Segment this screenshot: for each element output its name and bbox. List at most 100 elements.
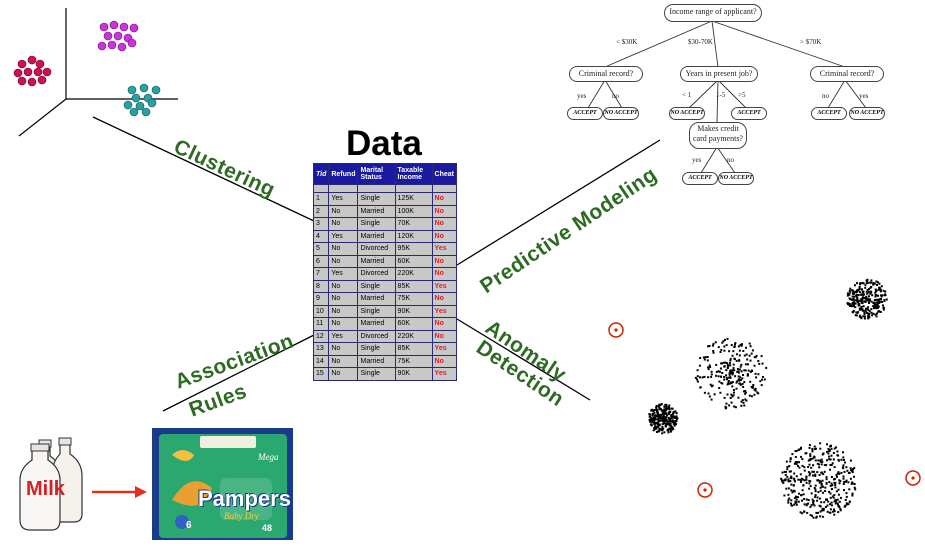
- anomaly-cluster-point: [696, 378, 699, 381]
- anomaly-cluster-point: [727, 381, 730, 384]
- anomaly-cluster-point: [877, 305, 880, 308]
- anomaly-cluster-point: [671, 419, 674, 422]
- anomaly-cluster-point: [762, 376, 764, 378]
- table-cell: 3: [314, 218, 329, 230]
- anomaly-cluster-point: [852, 291, 855, 294]
- tree-edge-sub-yes: yes: [692, 156, 702, 164]
- anomaly-cluster-point: [782, 479, 785, 482]
- table-cell: 220K: [395, 330, 432, 342]
- anomaly-cluster-point: [854, 306, 857, 309]
- anomaly-cluster-point: [748, 394, 751, 397]
- anomaly-cluster-point: [740, 400, 743, 403]
- anomaly-cluster-point: [799, 447, 802, 450]
- anomaly-cluster-point: [812, 503, 815, 505]
- anomaly-cluster-point: [669, 424, 672, 427]
- anomaly-cluster-point: [861, 308, 864, 311]
- anomaly-cluster-point: [672, 411, 675, 414]
- anomaly-cluster-point: [666, 407, 669, 410]
- anomaly-cluster-point: [665, 423, 668, 426]
- anomaly-cluster-point: [808, 463, 811, 466]
- anomaly-cluster-point: [724, 338, 726, 341]
- anomaly-cluster-point: [708, 345, 711, 347]
- anomaly-cluster-point: [880, 295, 883, 298]
- outlier-dot-2: [703, 488, 707, 492]
- anomaly-cluster-point: [833, 510, 836, 513]
- anomaly-cluster-point: [725, 344, 728, 347]
- anomaly-cluster-point: [752, 384, 755, 386]
- anomaly-cluster-point: [667, 406, 670, 409]
- anomaly-cluster-point: [720, 375, 722, 378]
- anomaly-cluster-point: [672, 420, 675, 423]
- table-cell: 11: [314, 318, 329, 330]
- table-cell: 2: [314, 205, 329, 217]
- anomaly-cluster-point: [804, 452, 807, 455]
- anomaly-cluster-point: [852, 301, 855, 304]
- anomaly-cluster-point: [729, 376, 732, 379]
- anomaly-cluster-point: [728, 404, 731, 407]
- anomaly-cluster-point: [857, 294, 860, 297]
- anomaly-cluster-point: [797, 478, 800, 481]
- table-cell: No: [329, 243, 358, 255]
- anomaly-cluster-point: [670, 414, 673, 416]
- anomaly-cluster-point: [869, 298, 871, 301]
- anomaly-cluster-point: [869, 286, 872, 289]
- anomaly-cluster-point: [814, 490, 817, 493]
- anomaly-cluster-point: [823, 501, 826, 504]
- anomaly-cluster-point: [853, 292, 855, 295]
- anomaly-cluster-point: [844, 461, 846, 464]
- anomaly-cluster-point: [856, 282, 858, 285]
- anomaly-cluster-point: [863, 293, 865, 296]
- anomaly-cluster-point: [829, 503, 832, 506]
- anomaly-cluster-point: [801, 464, 804, 467]
- anomaly-cluster-point: [710, 385, 713, 388]
- anomaly-cluster-point: [707, 376, 710, 379]
- anomaly-cluster-point: [709, 366, 712, 368]
- anomaly-cluster-point: [833, 481, 836, 484]
- anomaly-cluster-point: [848, 500, 851, 503]
- anomaly-cluster-point: [754, 387, 757, 390]
- anomaly-cluster-point: [660, 409, 663, 412]
- anomaly-cluster-point: [671, 413, 674, 415]
- anomaly-cluster-point: [829, 444, 832, 447]
- anomaly-cluster-point: [660, 419, 663, 422]
- anomaly-cluster-point: [875, 290, 877, 293]
- anomaly-cluster-point: [789, 458, 792, 460]
- anomaly-cluster-point: [860, 293, 863, 296]
- anomaly-cluster-point: [757, 360, 760, 362]
- outlier-2: [697, 482, 713, 498]
- anomaly-cluster-point: [667, 417, 670, 420]
- anomaly-cluster-point: [789, 477, 792, 479]
- table-cell: Divorced: [358, 243, 395, 255]
- anomaly-cluster-point: [861, 296, 864, 299]
- anomaly-cluster-point: [723, 396, 726, 399]
- anomaly-cluster-point: [809, 453, 812, 456]
- anomaly-cluster-point: [825, 464, 828, 467]
- anomaly-cluster-point: [726, 365, 729, 368]
- anomaly-cluster-point: [868, 312, 871, 315]
- tree-edge-left-yes: yes: [577, 92, 587, 100]
- tree-leaf-accept: ACCEPT: [731, 107, 767, 120]
- anomaly-cluster-point: [658, 423, 661, 426]
- anomaly-cluster-point: [731, 381, 734, 384]
- anomaly-cluster-point: [651, 414, 654, 417]
- cluster-points: [13, 20, 161, 117]
- tree-edge-right-yes: yes: [859, 92, 869, 100]
- anomaly-cluster-point: [726, 337, 729, 340]
- anomaly-cluster-point: [750, 352, 753, 355]
- anomaly-cluster-point: [676, 417, 679, 420]
- anomaly-cluster-point: [734, 406, 737, 409]
- anomaly-cluster-point: [732, 350, 735, 353]
- anomaly-cluster-point: [793, 503, 796, 506]
- anomaly-cluster-point: [784, 479, 787, 482]
- cluster-red-point: [37, 75, 47, 85]
- anomaly-cluster-point: [828, 455, 831, 458]
- anomaly-cluster-point: [871, 314, 874, 317]
- anomaly-cluster-point: [870, 279, 873, 282]
- anomaly-cluster-point: [811, 457, 814, 460]
- anomaly-cluster-point: [828, 490, 831, 493]
- anomaly-cluster-point: [725, 374, 728, 377]
- table-cell: 13: [314, 343, 329, 355]
